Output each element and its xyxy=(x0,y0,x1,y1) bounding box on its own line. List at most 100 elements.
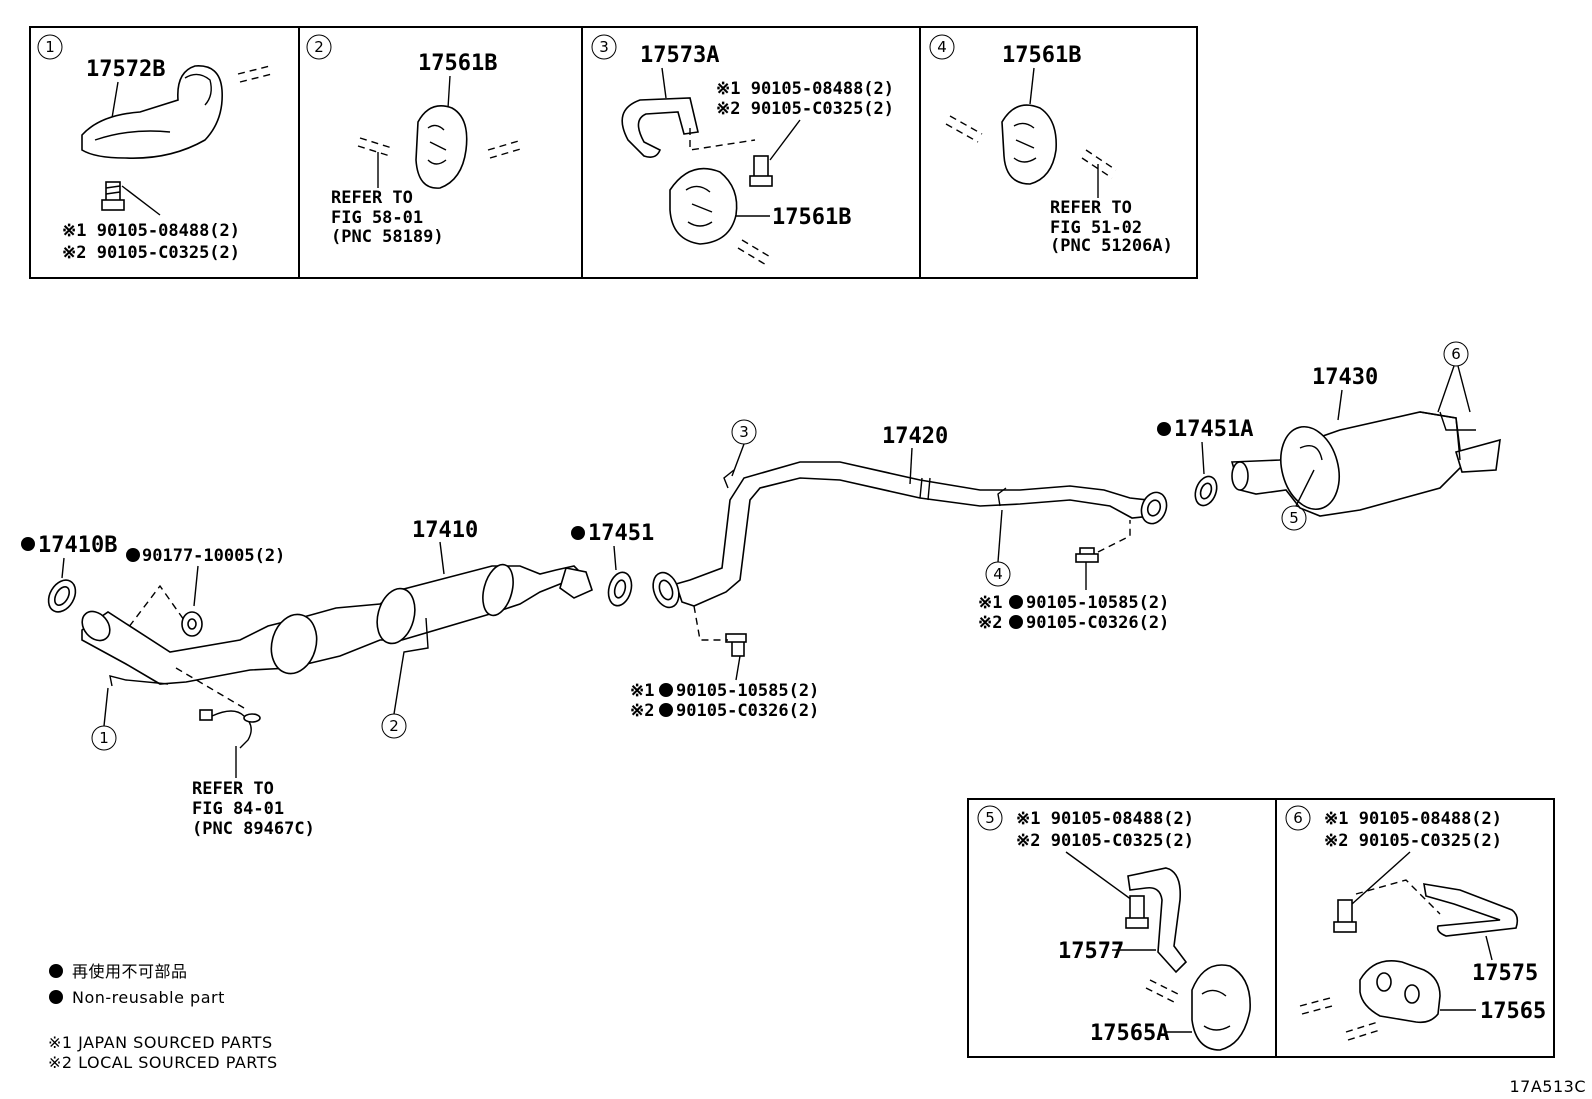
rubber-hanger-icon xyxy=(1191,964,1251,1051)
bolt-icon xyxy=(749,155,773,187)
figure-code: 17A513C xyxy=(1509,1077,1586,1096)
part-number-17561B: 17561B xyxy=(772,205,851,230)
non-reusable-dot xyxy=(49,990,63,1004)
detail-box-3-number: 3 xyxy=(599,38,609,56)
gasket-17410B xyxy=(47,579,77,613)
rubber-hanger-icon xyxy=(1001,104,1057,185)
callout-2: 2 xyxy=(381,663,407,739)
detail-box-5-number: 5 xyxy=(985,809,995,827)
gasket-17451A xyxy=(1194,475,1218,507)
part-number-17565A: 17565A xyxy=(1090,1021,1169,1046)
detail-box-2: 2 17561B REFER TO FIG 58-01 (PNC 58189) xyxy=(306,34,525,247)
bolt-spec-local-a: 90105-C0326(2) xyxy=(676,701,819,721)
part-number-17451: 17451 xyxy=(588,521,654,546)
callout-6: 6 xyxy=(1437,341,1471,413)
legend-local-sourced: ※2 LOCAL SOURCED PARTS xyxy=(48,1053,278,1072)
callout-3-number: 3 xyxy=(739,423,749,441)
top-detail-panel xyxy=(29,26,1198,279)
callout-1-number: 1 xyxy=(99,729,109,747)
bolt-mark-local: ※2 xyxy=(978,613,1002,633)
legend: 再使用不可部品 Non-reusable part ※1 JAPAN SOURC… xyxy=(48,962,278,1072)
detail-box-6: 6 ※1 90105-08488(2) ※2 90105-C0325(2) 17… xyxy=(1285,805,1546,1041)
non-reusable-dot xyxy=(1157,422,1171,436)
bolt-spec-japan: ※1 90105-08488(2) xyxy=(716,79,894,99)
part-number-17430: 17430 xyxy=(1312,365,1378,390)
rubber-hanger-icon xyxy=(415,105,468,189)
rubber-hanger-icon xyxy=(1359,960,1441,1024)
refer-to-label: REFER TO xyxy=(1050,198,1132,218)
part-number-17573A: 17573A xyxy=(640,43,719,68)
nut-icon xyxy=(181,611,203,637)
o2-sensor-icon xyxy=(199,709,261,749)
bolt-spec-local: ※2 90105-C0325(2) xyxy=(1016,831,1194,851)
part-number-17420: 17420 xyxy=(882,424,948,449)
detail-box-4: 4 17561B REFER TO FIG 51-02 (PNC 51206A) xyxy=(929,34,1173,256)
sensor-refer-to: REFER TO xyxy=(192,779,274,799)
part-number-17451A: 17451A xyxy=(1174,417,1253,442)
bracket-17573A xyxy=(621,97,699,158)
bolt-icon xyxy=(1075,547,1099,563)
part-number-17572B: 17572B xyxy=(86,57,165,82)
legend-japan-sourced: ※1 JAPAN SOURCED PARTS xyxy=(48,1033,273,1052)
non-reusable-dot xyxy=(21,537,35,551)
bolt-spec-japan-b: 90105-10585(2) xyxy=(1026,593,1169,613)
refer-pnc-label: (PNC 58189) xyxy=(331,227,444,247)
callout-5: 5 xyxy=(1281,469,1315,531)
bracket-17575 xyxy=(1423,883,1519,937)
refer-fig-label: FIG 51-02 xyxy=(1050,218,1142,238)
bolt-spec-japan: ※1 90105-08488(2) xyxy=(1016,809,1194,829)
bolt-spec-japan-a: 90105-10585(2) xyxy=(676,681,819,701)
non-reusable-dot xyxy=(1009,595,1023,609)
bolt-icon xyxy=(101,181,125,211)
non-reusable-dot xyxy=(126,548,140,562)
non-reusable-dot xyxy=(659,683,673,697)
legend-non-reusable-en: Non-reusable part xyxy=(72,988,225,1007)
callout-1: 1 xyxy=(91,687,117,751)
part-number-17575: 17575 xyxy=(1472,961,1538,986)
bolt-spec-local: ※2 90105-C0325(2) xyxy=(62,243,240,263)
rubber-hanger-icon xyxy=(669,167,738,245)
bracket-17572B xyxy=(81,65,223,159)
bolt-spec-local: ※2 90105-C0325(2) xyxy=(716,99,894,119)
center-exhaust-pipe-17420 xyxy=(674,461,1154,607)
bolt-spec-japan: ※1 90105-08488(2) xyxy=(1324,809,1502,829)
bottom-detail-panel xyxy=(967,798,1555,1058)
sensor-refer-fig: FIG 84-01 xyxy=(192,799,284,819)
detail-box-5: 5 ※1 90105-08488(2) ※2 90105-C0325(2) 17… xyxy=(977,805,1251,1051)
part-number-17565: 17565 xyxy=(1480,999,1546,1024)
refer-to-label: REFER TO xyxy=(331,188,413,208)
bolt-spec-local: ※2 90105-C0325(2) xyxy=(1324,831,1502,851)
exhaust-assembly: 17410B 90177-10005(2) 17410 REFER T xyxy=(21,341,1501,839)
non-reusable-dot xyxy=(49,964,63,978)
callout-3: 3 xyxy=(731,419,757,477)
detail-box-4-number: 4 xyxy=(937,38,947,56)
detail-box-3: 3 17573A ※1 90105-08488(2) ※2 90105-C032… xyxy=(591,34,894,267)
part-number-17561B: 17561B xyxy=(1002,43,1081,68)
detail-box-6-number: 6 xyxy=(1293,809,1303,827)
non-reusable-dot xyxy=(571,526,585,540)
non-reusable-dot xyxy=(659,703,673,717)
legend-non-reusable-jp: 再使用不可部品 xyxy=(72,962,188,981)
detail-box-1-number: 1 xyxy=(45,38,55,56)
part-number-17410: 17410 xyxy=(412,518,478,543)
callout-4: 4 xyxy=(985,509,1011,587)
non-reusable-dot xyxy=(1009,615,1023,629)
part-number-17410B: 17410B xyxy=(38,533,117,558)
gasket-17451 xyxy=(607,571,633,607)
refer-fig-label: FIG 58-01 xyxy=(331,208,423,228)
part-number-17561B: 17561B xyxy=(418,51,497,76)
refer-pnc-label: (PNC 51206A) xyxy=(1050,236,1173,256)
bolt-mark-japan: ※1 xyxy=(978,593,1002,613)
callout-6-number: 6 xyxy=(1451,345,1461,363)
callout-4-number: 4 xyxy=(993,565,1003,583)
callout-5-number: 5 xyxy=(1289,509,1299,527)
bolt-icon xyxy=(1333,899,1357,933)
sensor-refer-pnc: (PNC 89467C) xyxy=(192,819,315,839)
callout-2-number: 2 xyxy=(389,717,399,735)
detail-box-1: 1 17572B ※1 90105-08488(2) ※2 90105-C032… xyxy=(37,34,273,263)
part-number-90177-10005: 90177-10005(2) xyxy=(142,546,285,566)
bolt-spec-japan: ※1 90105-08488(2) xyxy=(62,221,240,241)
bracket-17577 xyxy=(1127,867,1188,974)
bolt-icon xyxy=(1125,895,1149,929)
part-number-17577: 17577 xyxy=(1058,939,1124,964)
